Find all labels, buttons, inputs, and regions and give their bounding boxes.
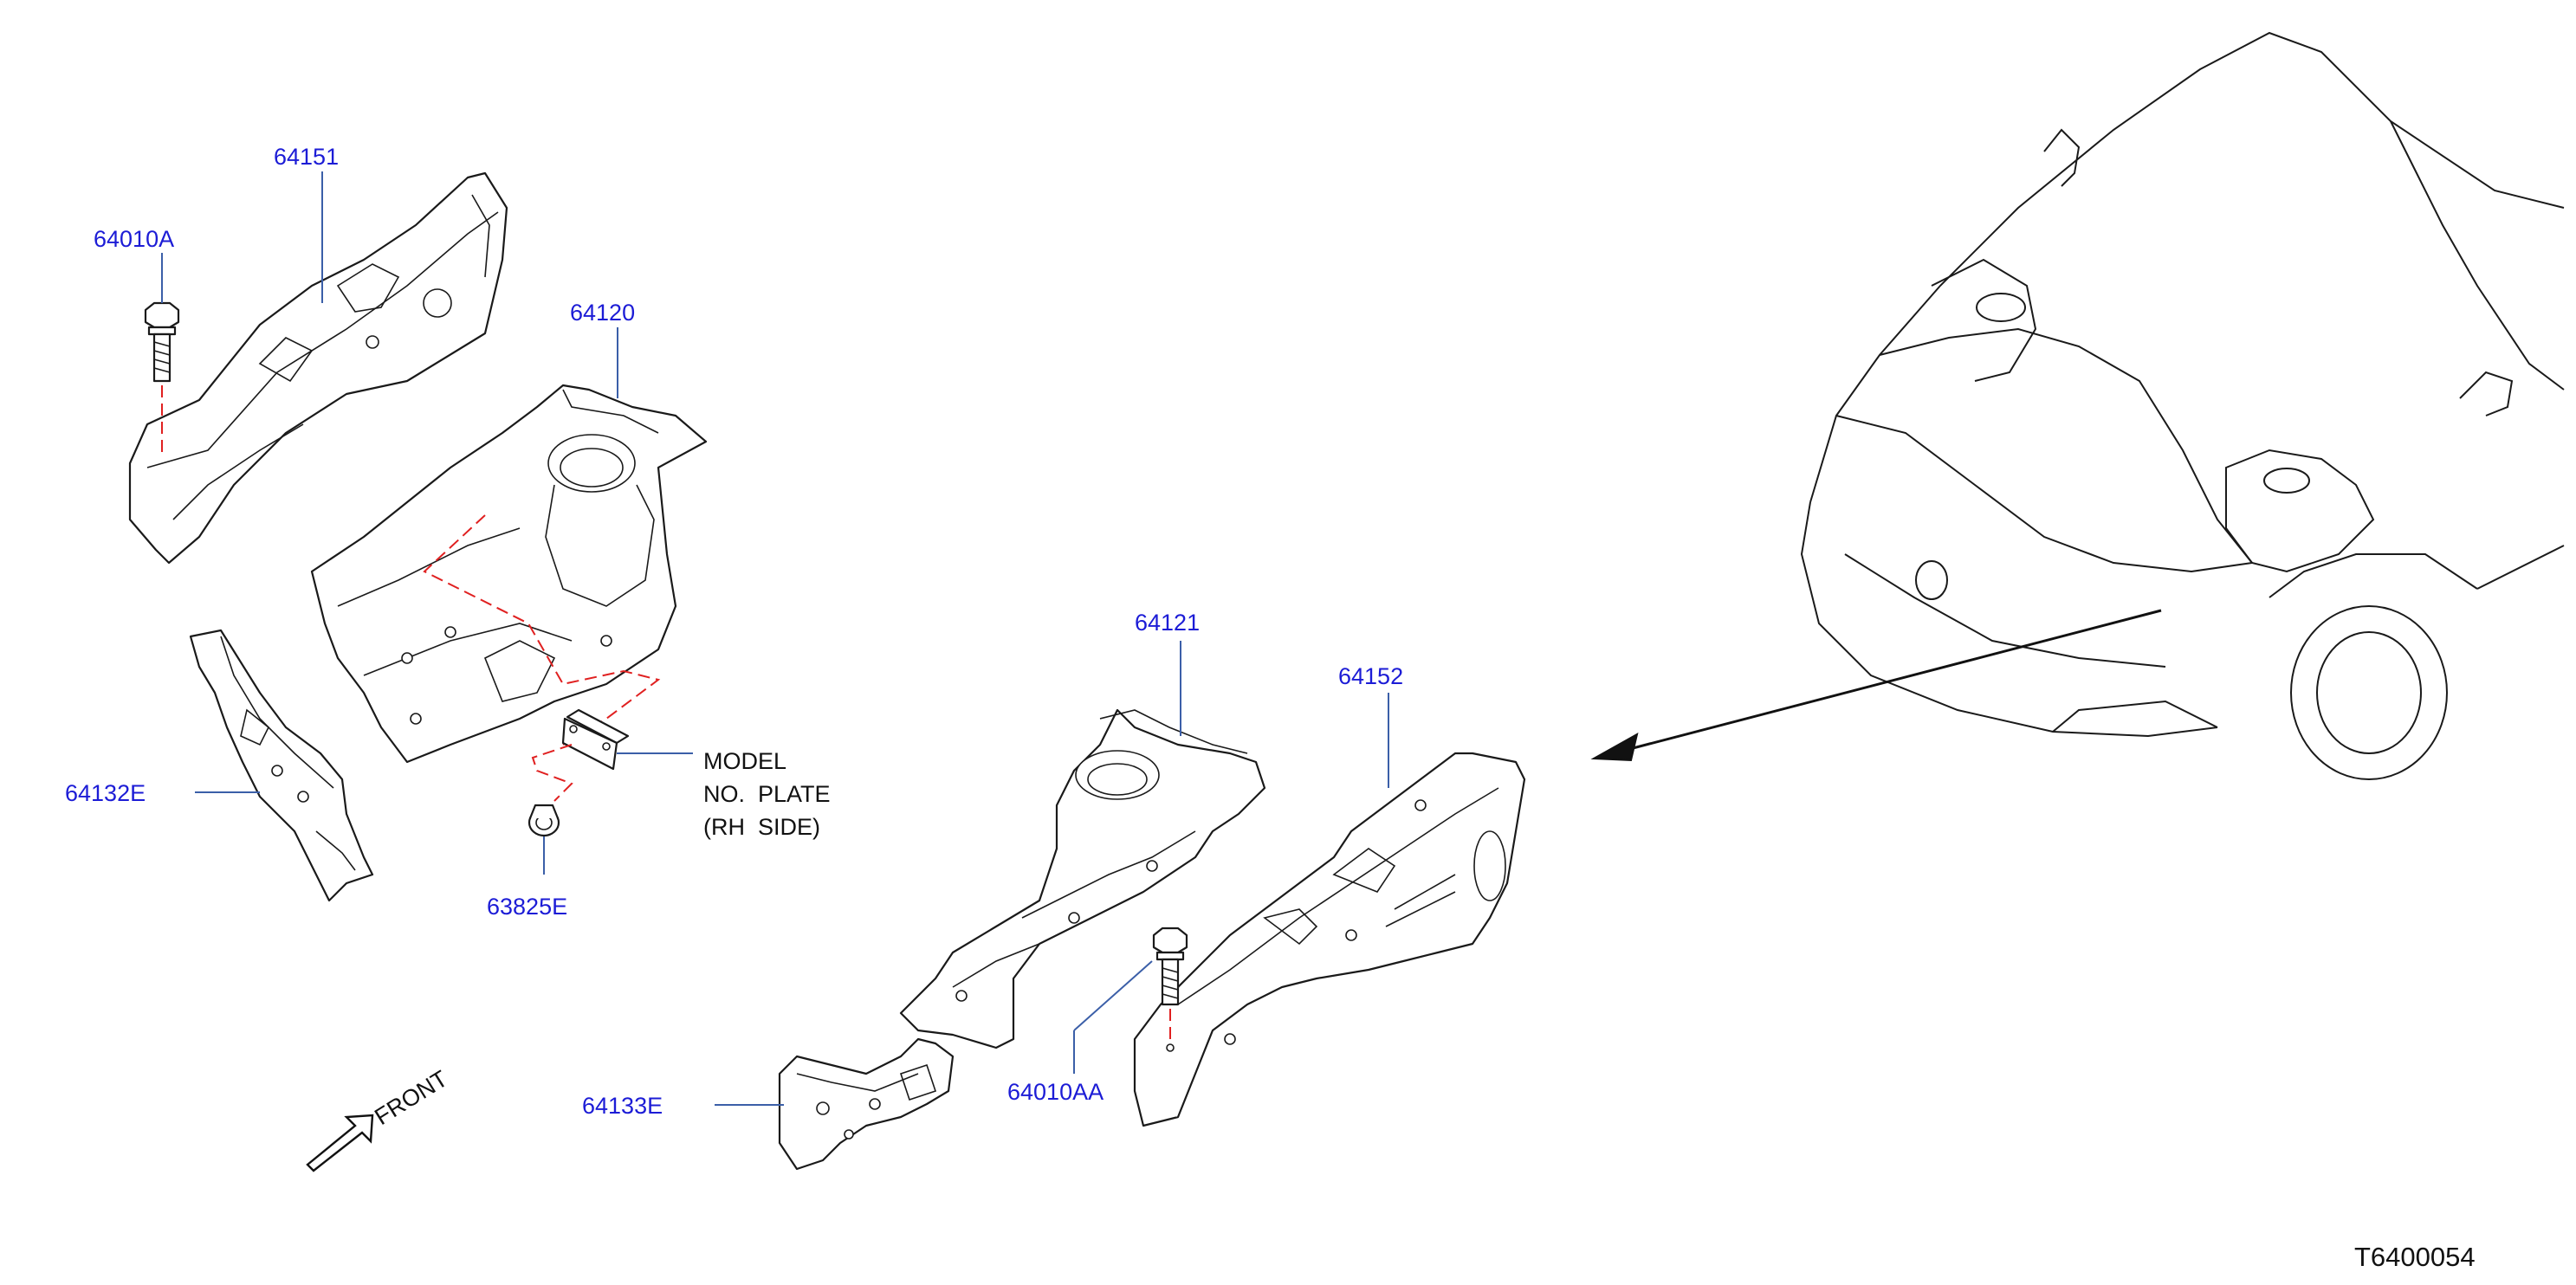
label-64152[interactable]: 64152	[1338, 663, 1403, 689]
model-plate-note-line3: (RH SIDE)	[703, 814, 820, 840]
label-64010A[interactable]: 64010A	[94, 226, 174, 252]
label-64121[interactable]: 64121	[1135, 610, 1200, 636]
vehicle-illustration	[1590, 31, 2565, 780]
label-64133E[interactable]: 64133E	[582, 1093, 663, 1119]
diagram-id: T6400054	[2354, 1242, 2476, 1272]
part-64152-drawing	[1133, 752, 1526, 1127]
label-64132E[interactable]: 64132E	[65, 780, 146, 806]
part-64133E-drawing	[778, 1037, 955, 1171]
part-64151-drawing	[128, 171, 508, 565]
model-plate-note-line1: MODEL	[703, 748, 786, 774]
leader-lines	[161, 171, 1389, 1106]
part-64132E-drawing	[189, 629, 374, 902]
label-63825E[interactable]: 63825E	[487, 894, 567, 920]
part-64120-drawing	[310, 384, 708, 764]
part-64121-drawing	[899, 708, 1266, 1049]
model-plate-drawing	[531, 708, 693, 802]
model-plate-note-line2: NO. PLATE	[703, 781, 831, 807]
front-indicator: FRONT	[306, 1065, 452, 1172]
label-64151[interactable]: 64151	[274, 144, 339, 170]
bolt-64010AA-drawing	[1073, 927, 1188, 1074]
label-64010AA[interactable]: 64010AA	[1007, 1079, 1104, 1105]
front-label: FRONT	[370, 1065, 452, 1130]
clip-63825E-drawing	[527, 804, 560, 875]
label-64120[interactable]: 64120	[570, 300, 635, 326]
bolt-64010A-drawing	[144, 301, 180, 455]
